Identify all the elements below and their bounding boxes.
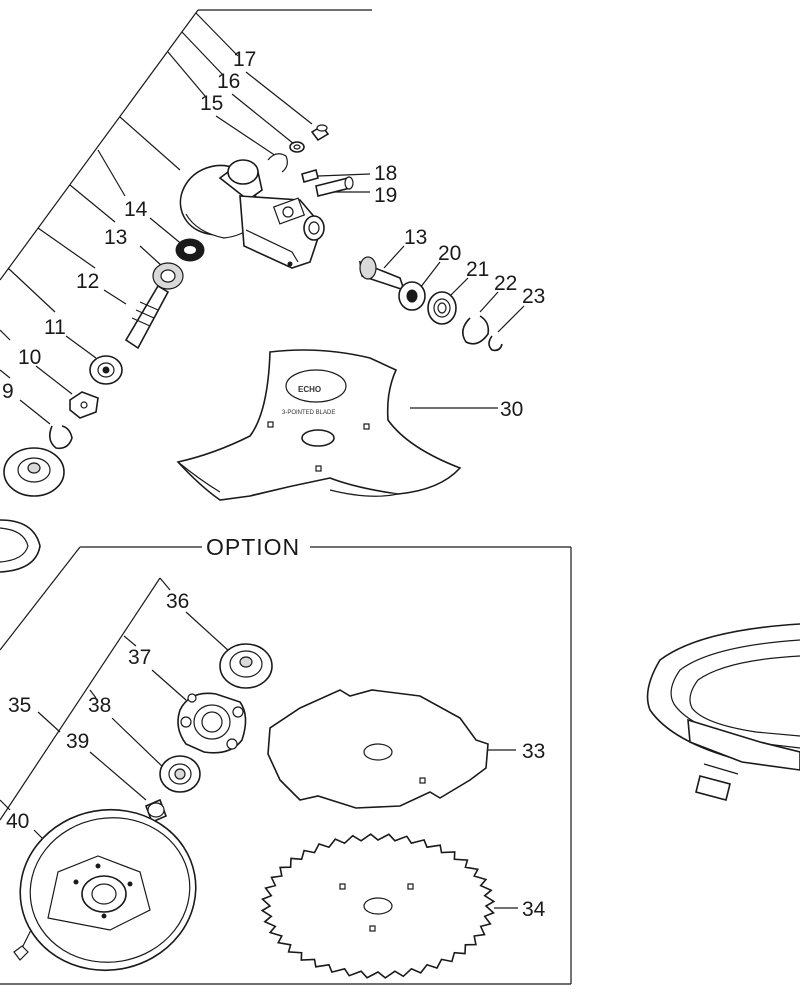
callout-35: 35 (8, 694, 31, 717)
callout-17: 17 (233, 48, 256, 71)
callout-40: 40 (6, 810, 29, 833)
callout-36: 36 (166, 590, 189, 613)
callout-23: 23 (522, 285, 545, 308)
input-shaft-assembly (0, 238, 205, 573)
callout-12: 12 (76, 270, 99, 293)
callout-20: 20 (438, 242, 461, 265)
callout-13-right: 13 (404, 226, 427, 249)
callout-21: 21 (466, 258, 489, 281)
callout-22: 22 (494, 272, 517, 295)
callout-13-left: 13 (104, 226, 127, 249)
callout-33: 33 (522, 740, 545, 763)
blade-caption: 3-POINTED BLADE (282, 410, 335, 416)
option-label: OPTION (206, 534, 300, 560)
gear-case (179, 159, 325, 269)
option-box: OPTION (0, 534, 572, 985)
callout-34: 34 (522, 898, 546, 921)
callout-39: 39 (66, 730, 89, 753)
fasteners-top (267, 124, 354, 197)
three-point-blade: ECHO 3-POINTED BLADE (176, 349, 462, 501)
callout-19: 19 (374, 184, 397, 207)
callout-15: 15 (200, 92, 223, 115)
callout-16: 16 (217, 70, 240, 93)
upper-callouts: 17 16 15 18 19 14 13 13 20 21 22 23 12 1… (2, 48, 545, 421)
callout-10: 10 (18, 346, 41, 369)
blade-logo: ECHO (298, 385, 321, 394)
option-disc-40 (13, 808, 197, 972)
callout-30: 30 (500, 398, 523, 421)
option-leader-lines (0, 577, 518, 949)
upper-leader-lines (0, 9, 525, 425)
callout-18: 18 (374, 162, 397, 185)
coiled-strap (646, 623, 800, 801)
callout-38: 38 (88, 694, 111, 717)
option-hub-parts (144, 643, 273, 824)
output-shaft-assembly (359, 256, 503, 352)
callout-11: 11 (44, 316, 66, 339)
callout-14: 14 (124, 198, 148, 221)
option-blade-33 (267, 689, 489, 809)
option-callouts: 36 37 38 35 39 40 33 34 (6, 590, 546, 921)
callout-37: 37 (128, 646, 151, 669)
callout-9: 9 (2, 380, 14, 403)
option-saw-blade-34 (260, 833, 496, 979)
